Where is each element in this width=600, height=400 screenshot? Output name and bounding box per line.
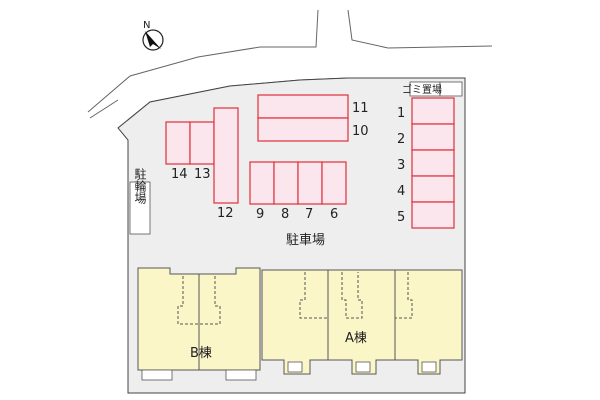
slot-number: 9: [256, 207, 264, 222]
slot-number: 7: [305, 207, 313, 222]
parking-slot: [257, 117, 349, 142]
parking-slots-left: [165, 107, 239, 204]
building-b-label: B棟: [190, 346, 212, 361]
parking-slot: [297, 161, 323, 205]
slot-number: 10: [352, 124, 369, 139]
slot-number: 13: [194, 167, 211, 182]
parking-slot: [411, 175, 455, 203]
parking-slot: [273, 161, 299, 205]
parking-slot: [411, 201, 455, 229]
slot-number: 5: [397, 210, 405, 225]
parking-slot: [189, 121, 215, 165]
slot-number: 11: [352, 101, 369, 116]
road-edge-top-right: [347, 9, 493, 49]
parking-slots-top: [257, 94, 349, 142]
parking-slot: [411, 97, 455, 125]
parking-slot: [213, 107, 239, 204]
slot-number: 2: [397, 132, 405, 147]
parking-slots-right: [411, 97, 455, 229]
slot-number: 4: [397, 184, 405, 199]
parking-slot: [165, 121, 191, 165]
garbage-area-label: ゴミ置場: [402, 83, 442, 96]
slot-number: 12: [217, 206, 234, 221]
slot-number: 1: [397, 106, 405, 121]
parking-slot: [257, 94, 349, 119]
parking-area-label: 駐車場: [286, 233, 325, 248]
building-b: [137, 267, 261, 381]
slot-number: 3: [397, 158, 405, 173]
parking-slot: [321, 161, 347, 205]
road-edge-left: [89, 99, 119, 119]
road-edge-top: [87, 9, 319, 113]
parking-slots-middle: [249, 161, 347, 205]
parking-slot: [411, 123, 455, 151]
slot-number: 14: [171, 167, 188, 182]
slot-number: 6: [330, 207, 338, 222]
building-a-label: A棟: [345, 331, 367, 346]
parking-slot: [249, 161, 275, 205]
compass-letter: N: [143, 20, 150, 31]
building-a: [261, 269, 463, 375]
bicycle-parking-box: [129, 181, 151, 235]
garbage-area-extension: [439, 81, 463, 97]
bicycle-parking-label: 駐輪場: [133, 167, 147, 205]
north-arrow-icon: N: [142, 20, 164, 51]
parking-slot: [411, 149, 455, 177]
slot-number: 8: [281, 207, 289, 222]
